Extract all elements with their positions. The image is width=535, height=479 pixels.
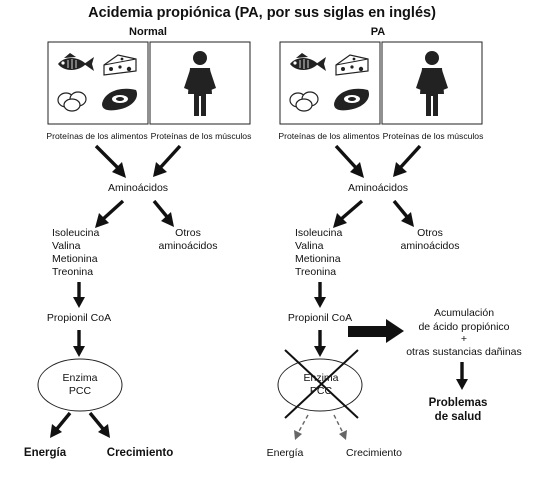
pa-accumulation-line1: Acumulación bbox=[434, 307, 494, 319]
pa-heading: PA bbox=[371, 26, 386, 38]
normal-aa-treonina: Treonina bbox=[52, 266, 93, 278]
pa-arrow-list-to-propionyl bbox=[314, 282, 326, 308]
pa-amino-acids: Aminoácidos bbox=[348, 182, 408, 194]
normal-arrow-aa-to-others bbox=[152, 199, 174, 227]
pa-problems-line1: Problemas bbox=[429, 397, 488, 409]
normal-amino-acids: Aminoácidos bbox=[108, 182, 168, 194]
pa-muscle-proteins-label: Proteínas de los músculos bbox=[383, 131, 484, 141]
pa-other-aa-line1: Otros bbox=[417, 227, 443, 239]
pa-other-aa-line2: aminoácidos bbox=[401, 240, 460, 252]
normal-growth: Crecimiento bbox=[107, 447, 173, 459]
normal-arrow-propionyl-to-enzyme bbox=[73, 330, 85, 357]
pa-arrow-food-to-aa bbox=[334, 144, 364, 178]
normal-muscle-proteins-label: Proteínas de los músculos bbox=[151, 131, 252, 141]
normal-arrow-food-to-aa bbox=[94, 144, 126, 178]
pa-problems-line2: de salud bbox=[435, 411, 482, 423]
pa-dashed-arrow-energy bbox=[294, 414, 309, 440]
pa-dashed-arrow-growth bbox=[333, 414, 347, 440]
pa-accumulation-plus: + bbox=[461, 333, 467, 345]
normal-heading: Normal bbox=[129, 26, 167, 38]
pa-enzyme-cross bbox=[284, 349, 359, 419]
normal-arrow-enzyme-to-growth bbox=[88, 411, 110, 438]
normal-aa-metionina: Metionina bbox=[52, 253, 98, 265]
normal-aa-valina: Valina bbox=[52, 240, 81, 252]
pa-aa-isoleucina: Isoleucina bbox=[295, 227, 342, 239]
pa-arrow-propionyl-to-accumulation bbox=[348, 319, 404, 343]
pa-arrow-aa-to-list bbox=[333, 199, 364, 228]
normal-enzyme-ellipse bbox=[37, 358, 123, 412]
pa-aa-valina: Valina bbox=[295, 240, 324, 252]
normal-enzyme-line1: Enzima bbox=[62, 372, 97, 384]
pa-growth: Crecimiento bbox=[346, 447, 402, 459]
pa-aa-treonina: Treonina bbox=[295, 266, 336, 278]
normal-aa-isoleucina: Isoleucina bbox=[52, 227, 99, 239]
normal-propionyl-coa: Propionil CoA bbox=[47, 312, 111, 324]
normal-enzyme-line2: PCC bbox=[69, 385, 92, 397]
pa-accumulation-line3: otras sustancias dañinas bbox=[406, 346, 522, 358]
normal-food-proteins-label: Proteínas de los alimentos bbox=[46, 131, 147, 141]
pa-food-box bbox=[279, 41, 381, 125]
pa-accumulation-line2: de ácido propiónico bbox=[418, 321, 509, 333]
pa-propionyl-coa: Propionil CoA bbox=[288, 312, 352, 324]
pa-arrow-accumulation-to-problems bbox=[456, 362, 468, 390]
normal-energy: Energía bbox=[24, 447, 67, 459]
normal-food-box bbox=[47, 41, 149, 125]
pa-arrow-muscle-to-aa bbox=[393, 144, 422, 177]
pa-arrow-propionyl-to-enzyme bbox=[314, 330, 326, 357]
normal-arrow-muscle-to-aa bbox=[153, 144, 182, 177]
pa-arrow-aa-to-others bbox=[392, 199, 414, 227]
pa-energy: Energía bbox=[267, 447, 304, 459]
normal-arrow-aa-to-list bbox=[95, 199, 125, 228]
normal-other-aa-line1: Otros bbox=[175, 227, 201, 239]
normal-arrow-list-to-propionyl bbox=[73, 282, 85, 308]
normal-arrow-enzyme-to-energy bbox=[50, 411, 72, 438]
pa-aa-metionina: Metionina bbox=[295, 253, 341, 265]
pa-food-proteins-label: Proteínas de los alimentos bbox=[278, 131, 379, 141]
diagram-title: Acidemia propiónica (PA, por sus siglas … bbox=[88, 5, 436, 21]
normal-other-aa-line2: aminoácidos bbox=[159, 240, 218, 252]
